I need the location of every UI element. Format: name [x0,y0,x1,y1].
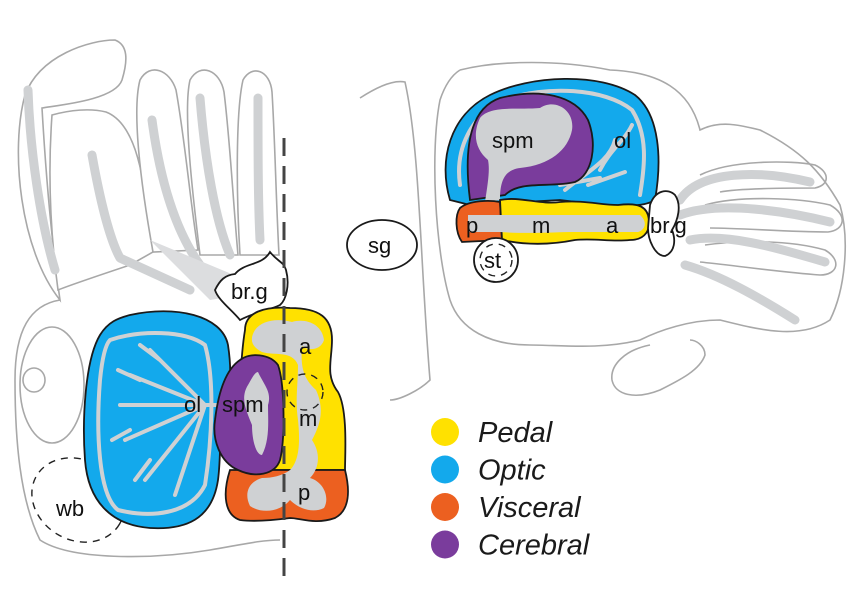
label-m-left: m [299,406,317,431]
left-pupil [22,367,46,393]
label-wb-left: wb [55,496,84,521]
left-cerebral-mass: spm [213,354,285,476]
right-cerebral-mass: spm [466,92,594,202]
right-branchial-ganglion [647,190,680,257]
legend-label-pedal: Pedal [478,417,554,449]
legend-label-visceral: Visceral [478,492,582,524]
legend-swatch-optic [431,455,459,484]
left-arms [17,39,280,303]
label-a-right: a [606,213,619,238]
left-branchial-ganglion [214,250,289,322]
right-head-outline [434,61,846,348]
label-spm-right: spm [492,128,534,153]
label-spm-left: spm [222,392,264,417]
label-ol-right: ol [614,128,631,153]
white-body-outline [31,457,125,543]
left-eye [19,326,85,444]
legend-label-cerebral: Cerebral [478,530,591,562]
left-optic-lobe: ol [83,310,234,530]
legend-swatch-visceral [431,493,459,521]
legend-swatch-cerebral [431,530,459,559]
right-view: sg ol spm p m a br.g [346,61,846,401]
right-subesophageal-mass: p m a [455,198,650,245]
label-st: st [484,248,501,273]
legend-swatch-pedal [431,418,459,446]
stellate-ganglion [346,219,418,271]
left-head-outline [14,299,281,558]
label-brg-right: br.g [650,213,687,238]
legend-item-visceral: Visceral [431,492,582,524]
label-p-left: p [298,480,310,505]
label-m-right: m [532,213,550,238]
label-ol-left: ol [184,392,201,417]
legend-item-optic: Optic [431,455,546,487]
optic-lobe-fill [83,310,232,530]
legend-item-pedal: Pedal [431,417,554,449]
label-a-left: a [299,334,312,359]
right-mantle-outline [359,80,431,401]
legend-item-cerebral: Cerebral [431,530,591,562]
label-brg-left: br.g [231,279,268,304]
label-p-right: p [466,213,478,238]
right-statocyst: st [473,237,519,283]
label-sg: sg [368,233,391,258]
left-view: wb ol br.g a m p spm [14,39,349,580]
left-statocyst-outline [286,373,324,411]
legend-label-optic: Optic [478,455,546,487]
